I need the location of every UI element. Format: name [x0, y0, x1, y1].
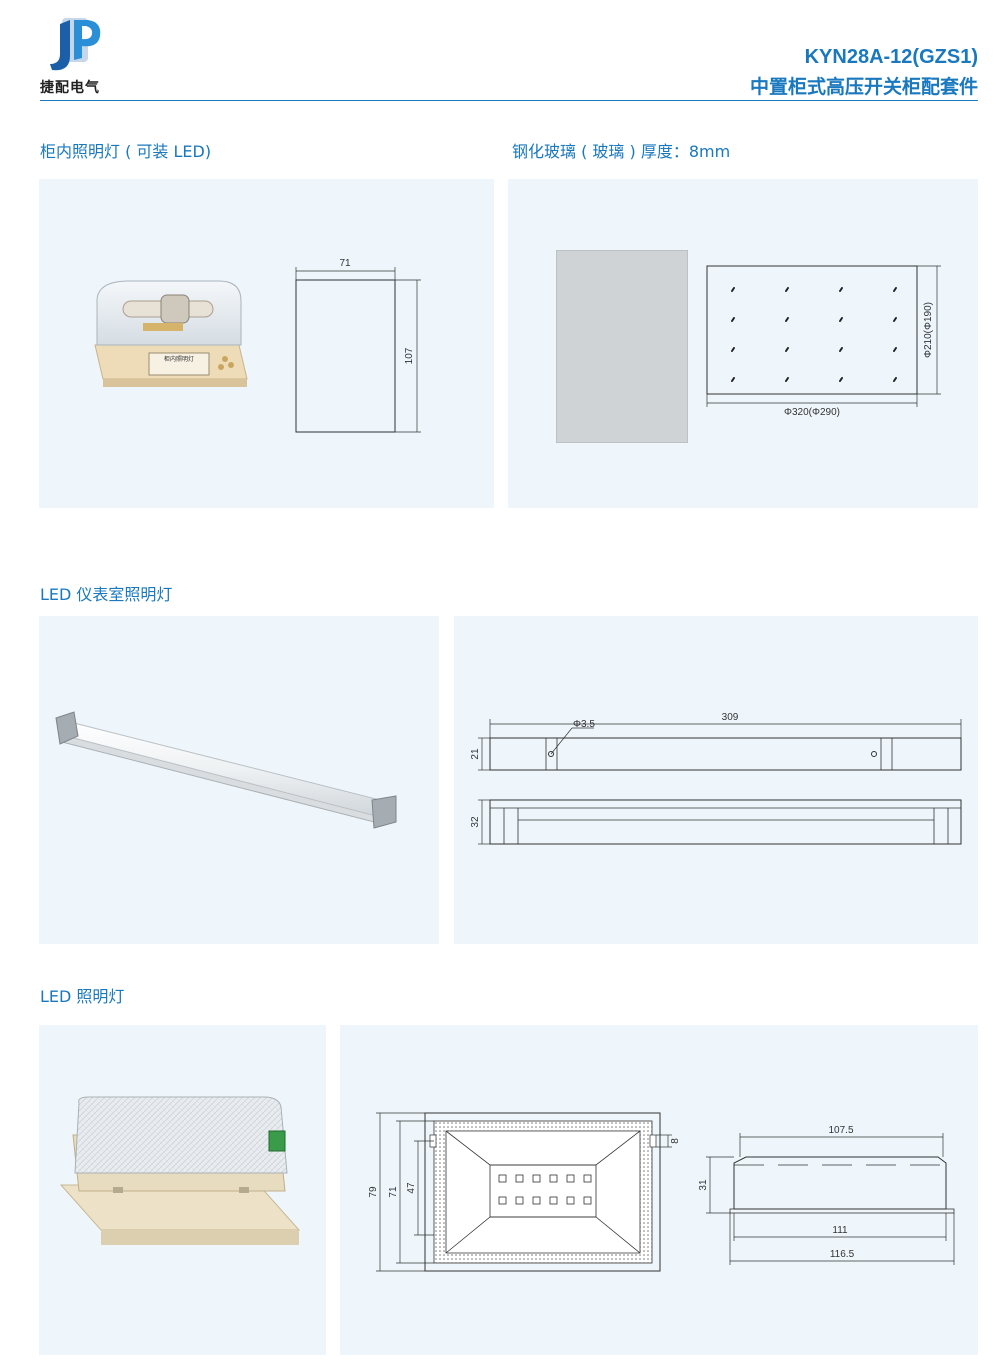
dim-glass-width: Φ320(Φ290) [784, 407, 840, 418]
cabinet-light-label: 柜内照明灯 [164, 355, 194, 363]
dim-47: 47 [406, 1182, 417, 1194]
logo [40, 14, 104, 76]
logo-mark [50, 18, 101, 71]
dim-116-5: 116.5 [830, 1249, 855, 1260]
dim-height-32: 32 [470, 816, 481, 828]
dim-71: 71 [388, 1186, 399, 1198]
led-light-panel [39, 1025, 326, 1355]
glass-title: 钢化玻璃 ( 玻璃 ) 厚度：8mm [512, 142, 731, 161]
instrument-light-panel [39, 616, 439, 944]
dim-8: 8 [670, 1138, 681, 1144]
glass-sample [556, 250, 688, 443]
dim-length-309: 309 [722, 712, 739, 723]
header-divider [40, 100, 978, 101]
glass-panel: Φ320(Φ290) Φ210(Φ190) [508, 179, 978, 508]
dim-79: 79 [368, 1186, 379, 1198]
dim-31: 31 [698, 1179, 709, 1191]
led-light-drawing-panel: 79 71 47 8 107.5 31 111 116.5 [340, 1025, 978, 1355]
cabinet-light-photo: 柜内照明灯 [94, 280, 248, 387]
dim-height-21: 21 [470, 748, 481, 760]
dim-glass-height: Φ210(Φ190) [923, 302, 934, 358]
instrument-light-drawing: 309 Φ3.5 21 32 [470, 712, 962, 845]
led-light-drawing: 79 71 47 8 107.5 31 111 116.5 [368, 1112, 955, 1272]
led-light-title: LED 照明灯 [40, 987, 125, 1006]
dim-height-107: 107 [404, 347, 415, 364]
dim-hole: Φ3.5 [573, 719, 595, 730]
glass-drawing: Φ320(Φ290) Φ210(Φ190) [706, 265, 941, 418]
led-light-photo [59, 1096, 301, 1245]
dim-107-5: 107.5 [828, 1125, 853, 1136]
cabinet-light-panel: 柜内照明灯 71 107 [39, 179, 494, 508]
dim-width-71: 71 [339, 259, 351, 269]
cabinet-light-drawing: 71 107 [295, 259, 421, 433]
brand-name: 捷配电气 [40, 80, 100, 96]
instrument-light-drawing-panel: 309 Φ3.5 21 32 [454, 616, 978, 944]
model-number: KYN28A-12(GZS1) [804, 46, 978, 68]
dim-111: 111 [832, 1225, 848, 1236]
instrument-light-photo [55, 711, 397, 829]
instrument-light-title: LED 仪表室照明灯 [40, 585, 173, 604]
cabinet-light-title: 柜内照明灯 ( 可装 LED) [40, 142, 212, 161]
page-subtitle: 中置柜式高压开关柜配套件 [749, 76, 978, 98]
